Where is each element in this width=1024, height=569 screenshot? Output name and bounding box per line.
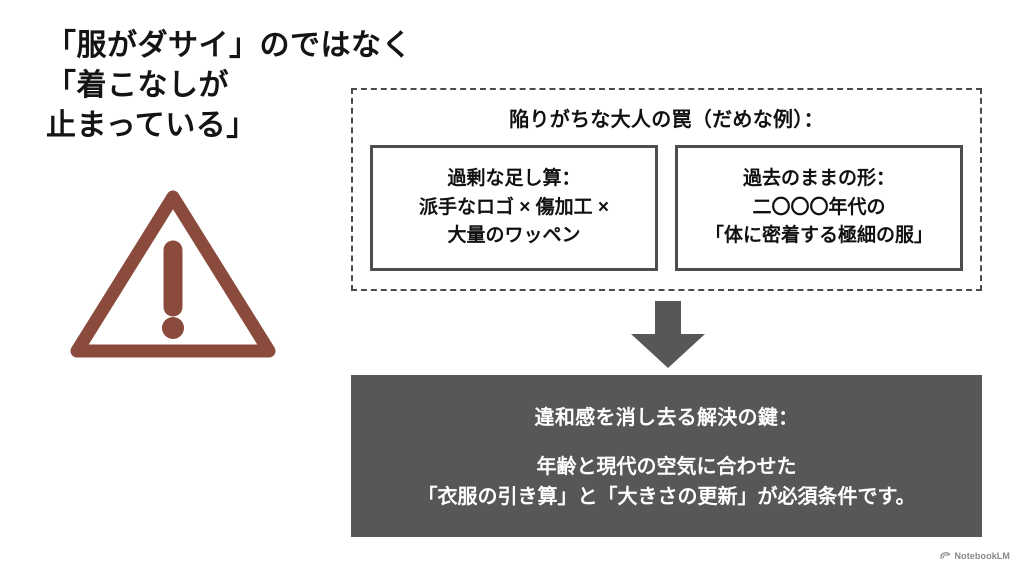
pitfalls-card-list: 過剰な足し算： 派手なロゴ × 傷加工 × 大量のワッペン 過去のままの形： 二… — [370, 145, 963, 271]
pitfall-card-2-line-3: 「体に密着する極細の服」 — [704, 225, 933, 247]
warning-triangle-exclamation-icon — [68, 183, 278, 363]
arrow-down-icon — [629, 301, 707, 369]
pitfall-card-2-line-2: 二〇〇〇年代の — [752, 196, 886, 218]
pitfalls-panel: 陥りがちな大人の罠（だめな例）： 過剰な足し算： 派手なロゴ × 傷加工 × 大… — [351, 88, 982, 291]
pitfall-card-1: 過剰な足し算： 派手なロゴ × 傷加工 × 大量のワッペン — [370, 145, 658, 271]
solution-panel-title: 違和感を消し去る解決の鍵： — [534, 406, 799, 429]
solution-body-line-2: 「衣服の引き算」と「大きさの更新」が必須条件です。 — [417, 485, 916, 508]
pitfall-card-1-line-1: 過剰な足し算： — [447, 168, 581, 190]
solution-body-line-1: 年齢と現代の空気に合わせた — [536, 455, 797, 478]
pitfalls-panel-title: 陥りがちな大人の罠（だめな例）： — [509, 109, 824, 131]
headline-line-1: 「服がダサイ」のではなく — [46, 29, 412, 62]
pitfall-card-2-line-1: 過去のままの形： — [742, 168, 895, 190]
notebooklm-logo-icon — [939, 550, 951, 561]
pitfall-card-1-line-2: 派手なロゴ × 傷加工 × — [418, 196, 610, 218]
headline-line-2: 「着こなしが — [46, 68, 229, 102]
pitfall-card-2: 過去のままの形： 二〇〇〇年代の 「体に密着する極細の服」 — [675, 145, 963, 271]
solution-panel: 違和感を消し去る解決の鍵： 年齢と現代の空気に合わせた 「衣服の引き算」と「大き… — [351, 375, 982, 537]
solution-panel-body: 年齢と現代の空気に合わせた 「衣服の引き算」と「大きさの更新」が必須条件です。 — [418, 452, 916, 512]
notebooklm-watermark: NotebookLM — [939, 550, 1011, 561]
notebooklm-watermark-label: NotebookLM — [954, 550, 1010, 561]
pitfall-card-1-line-3: 大量のワッペン — [447, 225, 581, 247]
page-title: 「服がダサイ」のではなく 「着こなしが 止まっている」 — [46, 26, 412, 146]
headline-line-3: 止まっている」 — [46, 108, 257, 142]
